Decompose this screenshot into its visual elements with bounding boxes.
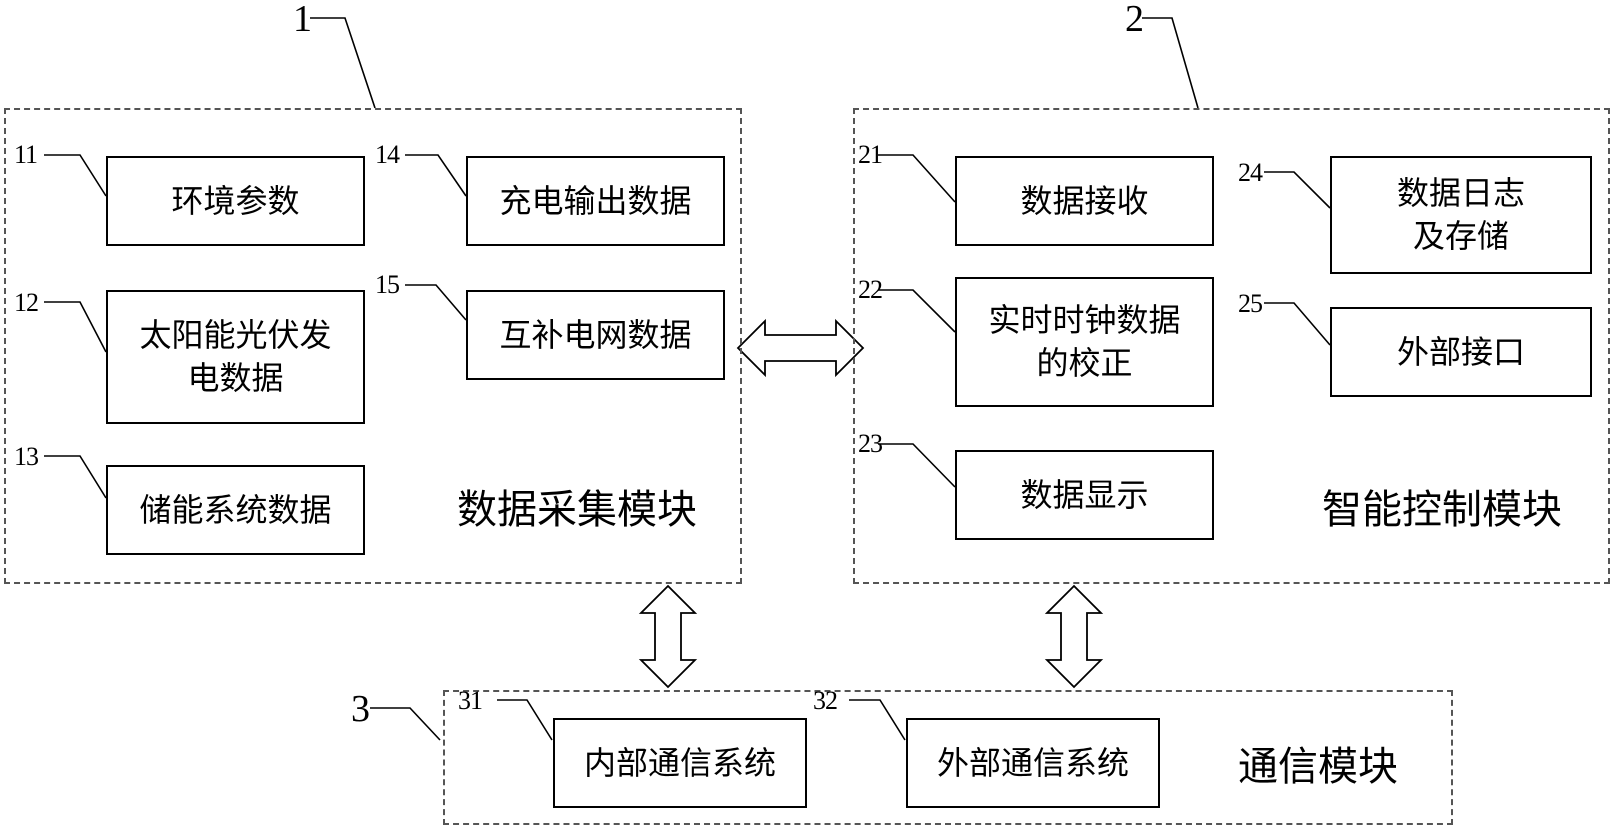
leader-line-2 (1142, 17, 1199, 109)
leader-line-14 (405, 154, 467, 197)
box-data-display: 数据显示 (955, 450, 1214, 540)
box-rtc-calibration: 实时时钟数据 的校正 (955, 277, 1214, 407)
double-arrow-vertical-left (638, 584, 698, 689)
double-arrow-horizontal (736, 318, 865, 378)
leader-line-1 (310, 17, 376, 109)
leader-line-3 (370, 707, 441, 741)
communication-module (443, 690, 1453, 825)
leader-line-13 (44, 455, 107, 499)
leader-line-23 (878, 443, 956, 488)
item-ref-24: 24 (1238, 158, 1263, 187)
module-ref-2: 2 (1125, 0, 1144, 40)
module-ref-3: 3 (351, 688, 370, 730)
leader-line-15 (405, 284, 467, 321)
communication-module-title: 通信模块 (1238, 744, 1398, 790)
double-arrow-vertical-right (1044, 584, 1104, 689)
item-ref-15: 15 (375, 270, 400, 299)
leader-line-11 (44, 154, 107, 197)
item-ref-14: 14 (375, 140, 400, 169)
box-complementary-grid-data: 互补电网数据 (466, 290, 725, 380)
box-solar-pv-data: 太阳能光伏发 电数据 (106, 290, 365, 424)
leader-line-22 (878, 289, 956, 333)
item-ref-21: 21 (858, 140, 883, 169)
item-ref-11: 11 (14, 140, 38, 169)
item-ref-32: 32 (813, 686, 838, 715)
box-charging-output-data: 充电输出数据 (466, 156, 725, 246)
box-storage-system-data: 储能系统数据 (106, 465, 365, 555)
leader-line-24 (1264, 171, 1331, 209)
item-ref-22: 22 (858, 275, 883, 304)
item-ref-25: 25 (1238, 289, 1263, 318)
leader-line-21 (878, 154, 956, 203)
item-ref-12: 12 (14, 288, 39, 317)
box-data-log-storage: 数据日志 及存储 (1330, 156, 1592, 274)
box-data-receiving: 数据接收 (955, 156, 1214, 246)
item-ref-23: 23 (858, 429, 883, 458)
box-internal-communication: 内部通信系统 (553, 718, 807, 808)
item-ref-31: 31 (458, 686, 483, 715)
box-environment-params: 环境参数 (106, 156, 365, 246)
box-external-communication: 外部通信系统 (906, 718, 1160, 808)
box-external-interface: 外部接口 (1330, 307, 1592, 397)
leader-line-12 (44, 301, 107, 353)
item-ref-13: 13 (14, 442, 39, 471)
intelligent-control-module-title: 智能控制模块 (1322, 487, 1562, 533)
leader-line-32 (849, 699, 906, 741)
leader-line-31 (497, 699, 553, 741)
intelligent-control-module (853, 108, 1610, 584)
data-acquisition-module-title: 数据采集模块 (457, 487, 697, 533)
leader-line-25 (1264, 302, 1331, 346)
data-acquisition-module (4, 108, 742, 584)
module-ref-1: 1 (293, 0, 312, 40)
